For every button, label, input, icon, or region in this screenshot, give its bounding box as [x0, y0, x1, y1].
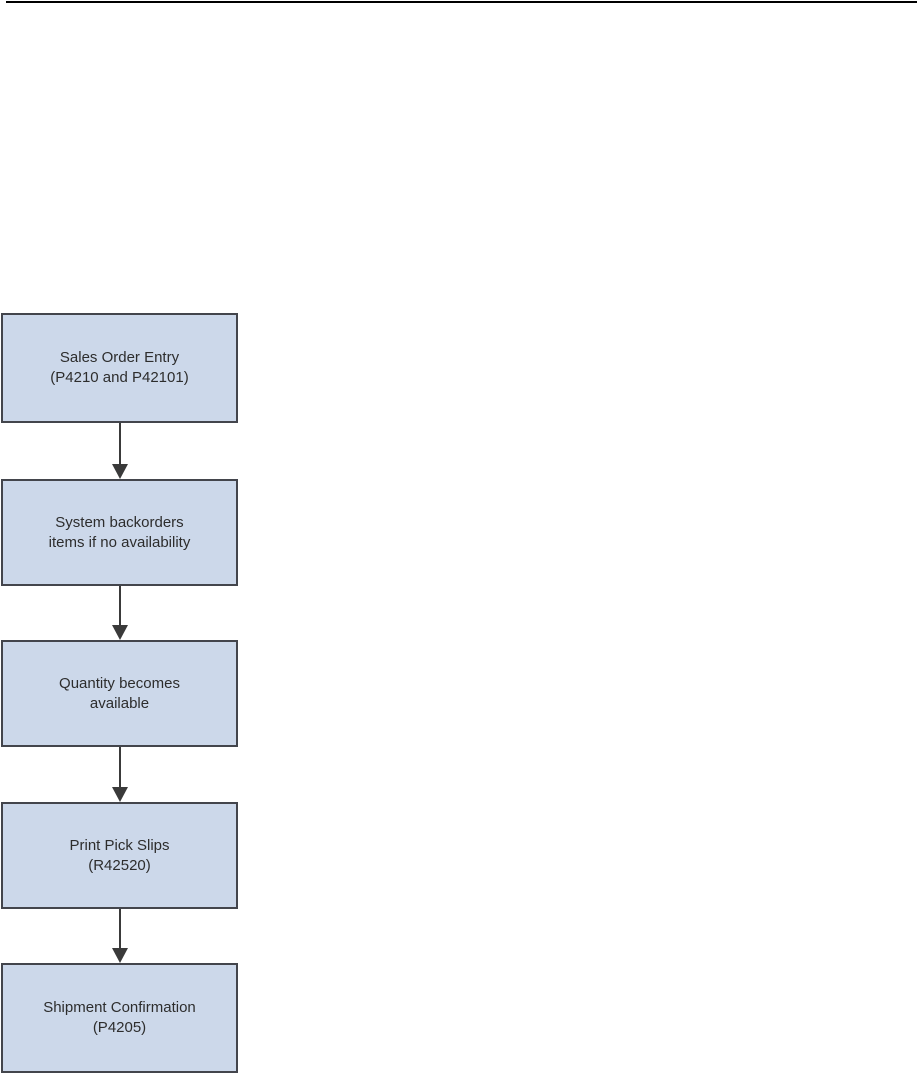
flow-node-label-line2: (P4210 and P42101) — [50, 369, 189, 386]
arrow-stem — [119, 909, 121, 950]
flow-node-quantity-available: Quantity becomes available — [1, 640, 238, 747]
arrow-stem — [119, 423, 121, 466]
flow-node-sales-order-entry: Sales Order Entry (P4210 and P42101) — [1, 313, 238, 423]
flow-node-label-line1: Quantity becomes — [59, 674, 180, 692]
flow-node-label-line1: Print Pick Slips — [69, 836, 170, 854]
flow-arrow-2 — [112, 586, 129, 640]
flow-arrow-4 — [112, 909, 129, 963]
arrow-head-down-icon — [112, 787, 128, 802]
flow-node-system-backorders: System backorders items if no availabili… — [1, 479, 238, 586]
flow-node-print-pick-slips: Print Pick Slips (R42520) — [1, 802, 238, 909]
flow-arrow-3 — [112, 747, 129, 802]
arrow-head-down-icon — [112, 948, 128, 963]
flow-node-label-line1: System backorders — [55, 513, 184, 531]
flow-arrow-1 — [112, 423, 129, 479]
page-top-rule — [6, 1, 917, 3]
flow-node-label-line2: (R42520) — [88, 856, 151, 874]
flow-node-label-line2: available — [89, 694, 150, 712]
flow-node-label-line1: Sales Order Entry — [59, 349, 180, 366]
arrow-head-down-icon — [112, 625, 128, 640]
arrow-stem — [119, 586, 121, 627]
flow-node-shipment-confirmation: Shipment Confirmation (P4205) — [1, 963, 238, 1073]
flow-node-label-line1: Shipment Confirmation — [43, 999, 196, 1016]
arrow-head-down-icon — [112, 464, 128, 479]
flow-node-label-line2: items if no availability — [48, 533, 191, 551]
arrow-stem — [119, 747, 121, 789]
flow-node-label-line2: (P4205) — [92, 1019, 147, 1036]
